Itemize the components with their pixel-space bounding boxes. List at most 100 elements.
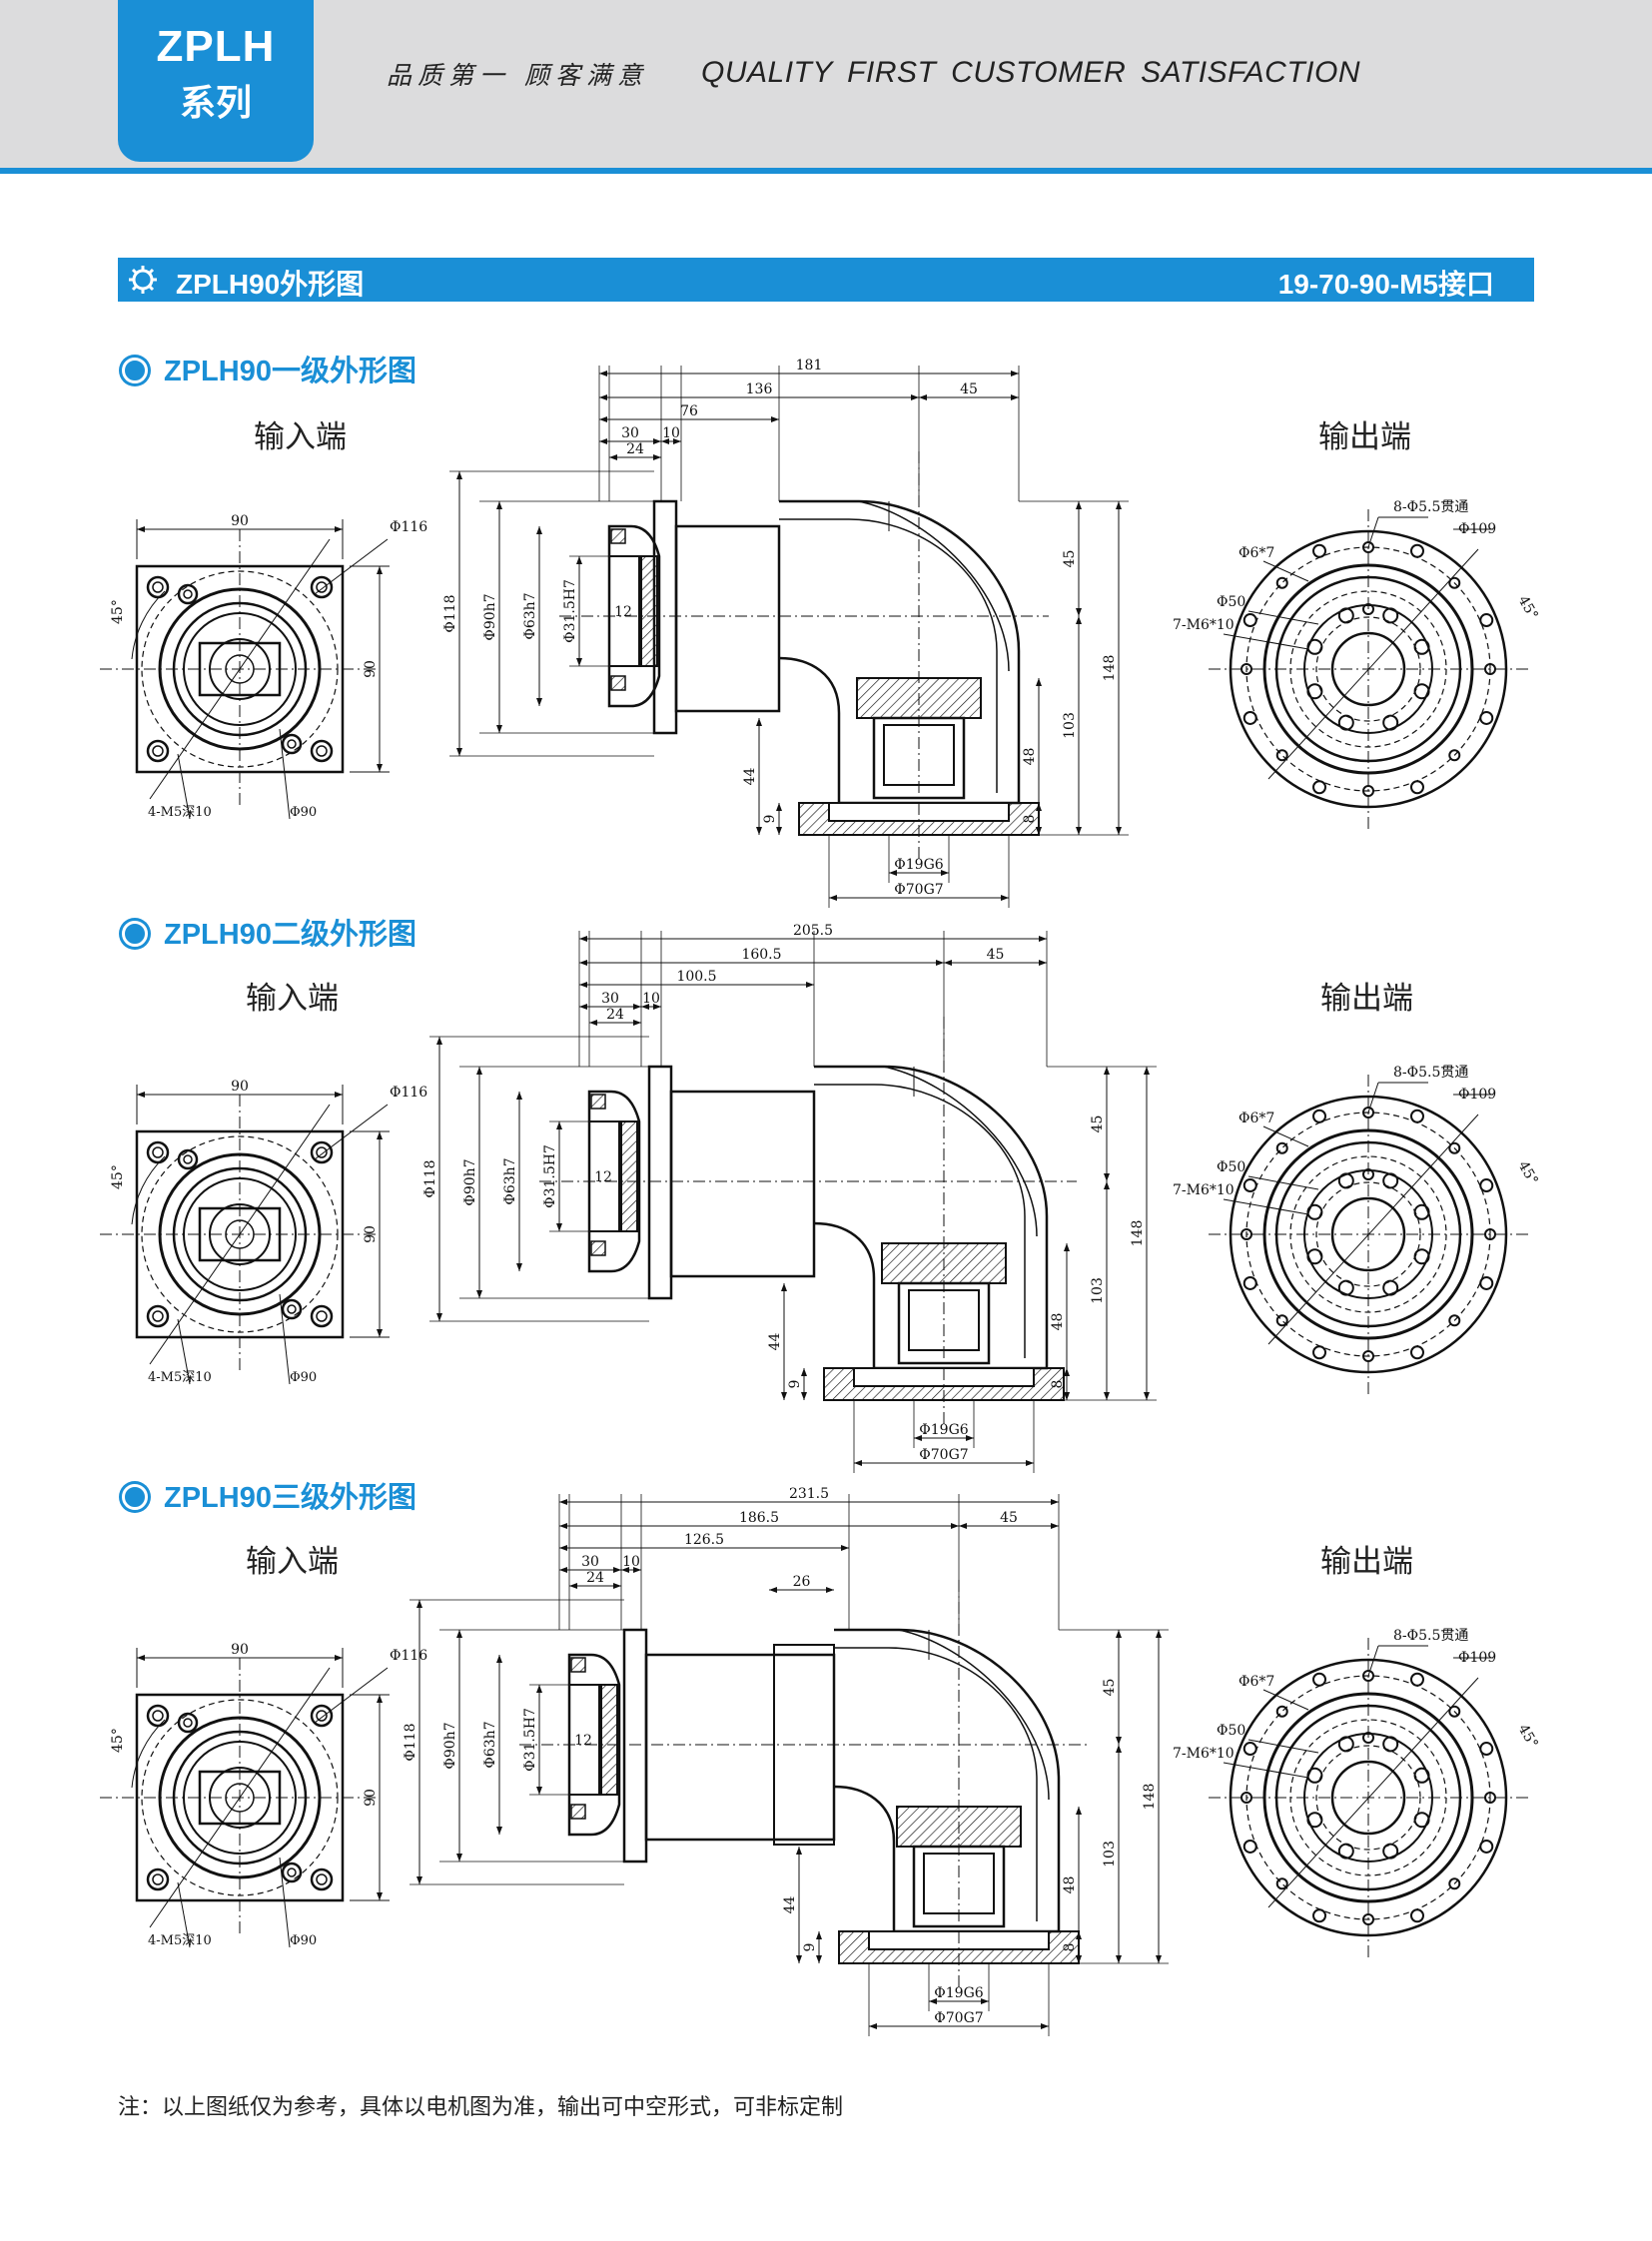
dim-h48: 48 bbox=[1062, 1876, 1078, 1894]
dim-output-holes: 8-Φ5.5贯通 bbox=[1393, 1628, 1468, 1644]
section-title: ZPLH90外形图 bbox=[176, 269, 365, 300]
dim-h44: 44 bbox=[742, 768, 758, 786]
slogan-chinese: 品质第一 顾客满意 bbox=[387, 61, 648, 90]
dim-input-m5: 4-M5深10 bbox=[148, 1370, 212, 1385]
dim-h9: 9 bbox=[802, 1943, 818, 1952]
output-end-label: 输出端 bbox=[1318, 419, 1411, 455]
dim-h45: 45 bbox=[1090, 1116, 1106, 1133]
dim-d19g6: Φ19G6 bbox=[919, 1422, 968, 1438]
dim-h48: 48 bbox=[1050, 1313, 1066, 1331]
dim-output-d50: Φ50 bbox=[1217, 1159, 1245, 1175]
footnote: 注：以上图纸仅为参考，具体以电机图为准，输出可中空形式，可非标定制 bbox=[118, 2095, 844, 2120]
dim-h45: 45 bbox=[1062, 550, 1078, 568]
dim-total-length: 205.5 bbox=[793, 923, 833, 939]
dim-e-length: 26 bbox=[793, 1574, 811, 1590]
gear-icon bbox=[129, 266, 157, 294]
dim-d118: Φ118 bbox=[442, 594, 458, 632]
dim-mid-length: 186.5 bbox=[739, 1510, 779, 1526]
dim-a-length: 76 bbox=[680, 403, 698, 419]
dim-input-d90: Φ90 bbox=[290, 1933, 317, 1948]
stage-title: ZPLH90三级外形图 bbox=[118, 1480, 416, 1516]
header-divider bbox=[0, 168, 1652, 174]
output-end-label: 输出端 bbox=[1320, 981, 1413, 1017]
dim-d315h7: Φ31.5H7 bbox=[562, 579, 578, 643]
dim-h8: 8 bbox=[1050, 1380, 1066, 1389]
dim-input-width: 90 bbox=[231, 1642, 249, 1658]
dim-total-length: 231.5 bbox=[789, 1486, 829, 1502]
dim-h48: 48 bbox=[1022, 748, 1038, 766]
dim-d118: Φ118 bbox=[422, 1159, 438, 1197]
dim-d70g7: Φ70G7 bbox=[919, 1447, 968, 1463]
dim-h44: 44 bbox=[782, 1896, 798, 1914]
dim-d90h7: Φ90h7 bbox=[482, 593, 498, 640]
dim-keyway-12: 12 bbox=[614, 604, 632, 620]
dim-d118: Φ118 bbox=[403, 1723, 418, 1761]
dim-c-length: 10 bbox=[642, 991, 660, 1007]
dim-right-length: 45 bbox=[1000, 1510, 1018, 1526]
dim-d90h7: Φ90h7 bbox=[442, 1722, 458, 1769]
dim-keyway-12: 12 bbox=[574, 1733, 592, 1749]
dim-d19g6: Φ19G6 bbox=[894, 857, 943, 873]
dim-d70g7: Φ70G7 bbox=[934, 2010, 983, 2026]
dim-input-m5: 4-M5深10 bbox=[148, 805, 212, 820]
dim-h8: 8 bbox=[1022, 815, 1038, 824]
dim-h9: 9 bbox=[762, 815, 778, 824]
input-end-label: 输入端 bbox=[246, 981, 339, 1017]
dim-a-length: 100.5 bbox=[676, 969, 716, 985]
dim-d90h7: Φ90h7 bbox=[462, 1158, 478, 1205]
dim-h44: 44 bbox=[767, 1333, 783, 1351]
dim-output-d6x7: Φ6*7 bbox=[1239, 545, 1274, 561]
dim-output-angle: 45° bbox=[1515, 1722, 1541, 1752]
dim-output-m6: 7-M6*10 bbox=[1173, 1746, 1235, 1762]
dim-input-height: 90 bbox=[363, 1789, 379, 1807]
dim-input-height: 90 bbox=[363, 660, 379, 678]
dim-c-length: 10 bbox=[662, 425, 680, 441]
stage-title: ZPLH90二级外形图 bbox=[118, 917, 416, 953]
dim-output-d50: Φ50 bbox=[1217, 594, 1245, 610]
dim-output-m6: 7-M6*10 bbox=[1173, 617, 1235, 633]
dim-b-length: 30 bbox=[601, 991, 619, 1007]
dim-h103: 103 bbox=[1102, 1841, 1118, 1868]
bullet-icon bbox=[122, 358, 148, 384]
series-suffix: 系列 bbox=[179, 83, 252, 124]
dim-output-d6x7: Φ6*7 bbox=[1239, 1674, 1274, 1690]
dim-input-angle: 45° bbox=[110, 599, 126, 624]
dim-h148: 148 bbox=[1142, 1784, 1158, 1811]
dim-d-length: 24 bbox=[626, 441, 644, 457]
dim-c-length: 10 bbox=[622, 1554, 640, 1570]
dim-keyway-12: 12 bbox=[594, 1169, 612, 1185]
dim-h148: 148 bbox=[1130, 1220, 1146, 1247]
dim-mid-length: 160.5 bbox=[741, 947, 781, 963]
dim-b-length: 30 bbox=[621, 425, 639, 441]
bullet-icon bbox=[122, 921, 148, 948]
dim-d63h7: Φ63h7 bbox=[522, 592, 538, 639]
dim-d315h7: Φ31.5H7 bbox=[542, 1144, 558, 1208]
dim-h8: 8 bbox=[1062, 1943, 1078, 1952]
dim-right-length: 45 bbox=[987, 947, 1005, 963]
dim-d63h7: Φ63h7 bbox=[502, 1157, 518, 1204]
dim-output-angle: 45° bbox=[1515, 1158, 1541, 1188]
dim-mid-length: 136 bbox=[746, 381, 773, 397]
dim-total-length: 181 bbox=[796, 358, 823, 374]
dim-output-d50: Φ50 bbox=[1217, 1723, 1245, 1739]
dim-input-angle: 45° bbox=[110, 1728, 126, 1753]
dim-d19g6: Φ19G6 bbox=[934, 1985, 983, 2001]
dim-h103: 103 bbox=[1062, 712, 1078, 739]
stage-title: ZPLH90一级外形图 bbox=[118, 354, 416, 389]
dim-a-length: 126.5 bbox=[684, 1532, 724, 1548]
dim-input-d116: Φ116 bbox=[390, 1085, 427, 1101]
dim-input-d116: Φ116 bbox=[390, 1648, 427, 1664]
interface-spec: 19-70-90-M5接口 bbox=[1277, 269, 1494, 300]
bullet-icon bbox=[122, 1484, 148, 1511]
dim-input-d90: Φ90 bbox=[290, 805, 317, 820]
dim-input-d90: Φ90 bbox=[290, 1370, 317, 1385]
input-end-label: 输入端 bbox=[254, 419, 347, 455]
dim-input-d116: Φ116 bbox=[390, 519, 427, 535]
dim-b-length: 30 bbox=[581, 1554, 599, 1570]
dim-output-angle: 45° bbox=[1515, 593, 1541, 623]
